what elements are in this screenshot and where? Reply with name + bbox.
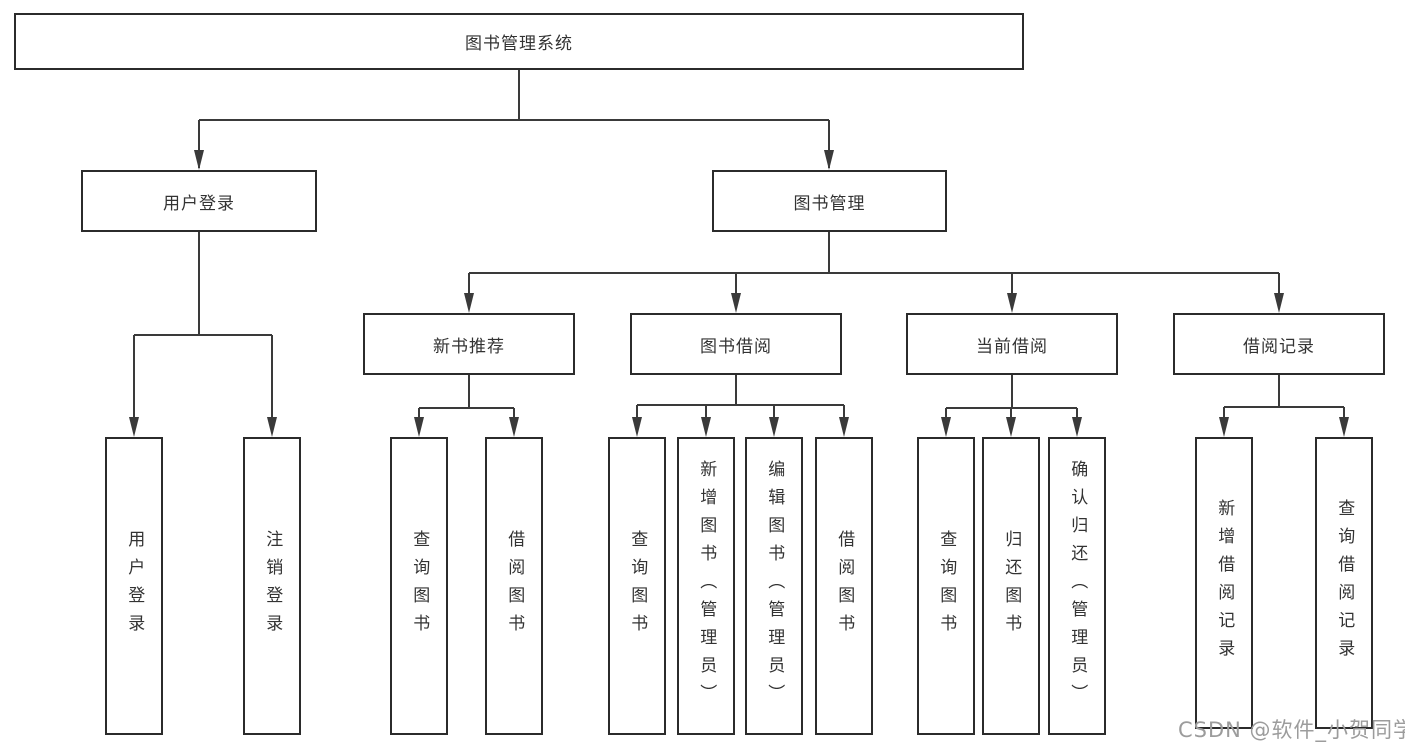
arrow-down-icon	[731, 293, 741, 313]
leaf-nbr-borrow-books: 借阅图书	[485, 437, 543, 735]
arrow-down-icon	[1007, 293, 1017, 313]
arrow-down-icon	[509, 417, 519, 437]
leaf-label: 借阅图书	[504, 530, 525, 642]
leaf-label: 注销登录	[262, 530, 283, 642]
connector-book-borrow-children	[632, 375, 849, 437]
leaf-label: 查询图书	[409, 530, 430, 642]
arrow-down-icon	[414, 417, 424, 437]
leaf-cb-query-books: 查询图书	[917, 437, 975, 735]
arrow-down-icon	[1274, 293, 1284, 313]
node-user-login: 用户登录	[81, 170, 317, 232]
arrow-down-icon	[1072, 417, 1082, 437]
arrow-down-icon	[941, 417, 951, 437]
node-book-borrowing: 图书借阅	[630, 313, 842, 375]
leaf-label: 新增图书（管理员）	[696, 460, 717, 712]
arrow-down-icon	[701, 417, 711, 437]
leaf-cb-return-books: 归还图书	[982, 437, 1040, 735]
arrow-down-icon	[824, 150, 834, 170]
arrow-down-icon	[267, 417, 277, 437]
leaf-logout: 注销登录	[243, 437, 301, 735]
leaf-label: 确认归还（管理员）	[1067, 460, 1088, 712]
connector-current-borrow-children	[941, 375, 1082, 437]
leaf-label: 查询借阅记录	[1334, 499, 1355, 667]
leaf-user-login: 用户登录	[105, 437, 163, 735]
leaf-bb-query-books: 查询图书	[608, 437, 666, 735]
leaf-bb-borrow-books: 借阅图书	[815, 437, 873, 735]
leaf-nbr-query-books: 查询图书	[390, 437, 448, 735]
leaf-bb-edit-books-admin: 编辑图书（管理员）	[745, 437, 803, 735]
leaf-label: 用户登录	[124, 530, 145, 642]
arrow-down-icon	[839, 417, 849, 437]
leaf-br-add-record: 新增借阅记录	[1195, 437, 1253, 729]
arrow-down-icon	[1006, 417, 1016, 437]
leaf-cb-confirm-return-admin: 确认归还（管理员）	[1048, 437, 1106, 735]
leaf-label: 查询图书	[627, 530, 648, 642]
leaf-label: 查询图书	[936, 530, 957, 642]
arrow-down-icon	[769, 417, 779, 437]
node-book-management: 图书管理	[712, 170, 947, 232]
connector-user-login-children	[129, 232, 277, 437]
connector-root-to-level2	[194, 70, 834, 170]
node-new-book-recommendation: 新书推荐	[363, 313, 575, 375]
leaf-br-query-record: 查询借阅记录	[1315, 437, 1373, 729]
connector-borrow-records-children	[1219, 375, 1349, 437]
csdn-watermark: CSDN @软件_小贺同学	[1178, 718, 1405, 742]
node-library-management-system: 图书管理系统	[14, 13, 1024, 70]
leaf-bb-add-books-admin: 新增图书（管理员）	[677, 437, 735, 735]
arrow-down-icon	[464, 293, 474, 313]
leaf-label: 借阅图书	[834, 530, 855, 642]
arrow-down-icon	[632, 417, 642, 437]
arrow-down-icon	[194, 150, 204, 170]
leaf-label: 编辑图书（管理员）	[764, 460, 785, 712]
leaf-label: 新增借阅记录	[1214, 499, 1235, 667]
arrow-down-icon	[1219, 417, 1229, 437]
node-borrowing-records: 借阅记录	[1173, 313, 1385, 375]
node-current-borrowing: 当前借阅	[906, 313, 1118, 375]
arrow-down-icon	[1339, 417, 1349, 437]
connector-new-book-rec-children	[414, 375, 519, 437]
leaf-label: 归还图书	[1001, 530, 1022, 642]
arrow-down-icon	[129, 417, 139, 437]
connector-book-mgmt-children	[464, 232, 1284, 313]
